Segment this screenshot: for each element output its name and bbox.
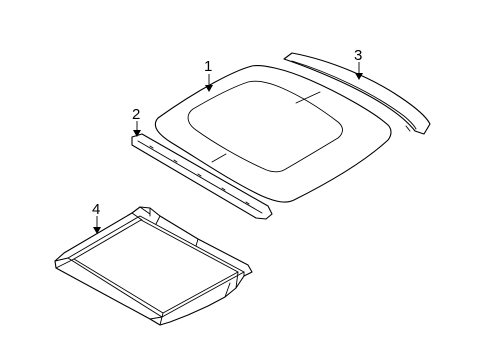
front-rail [131,133,273,220]
callout-4: 4 [92,201,100,218]
roof-panel [154,65,392,203]
callout-1: 1 [204,58,212,75]
sunroof-frame [54,206,253,326]
callout-3: 3 [354,47,362,64]
callout-2: 2 [132,106,140,123]
